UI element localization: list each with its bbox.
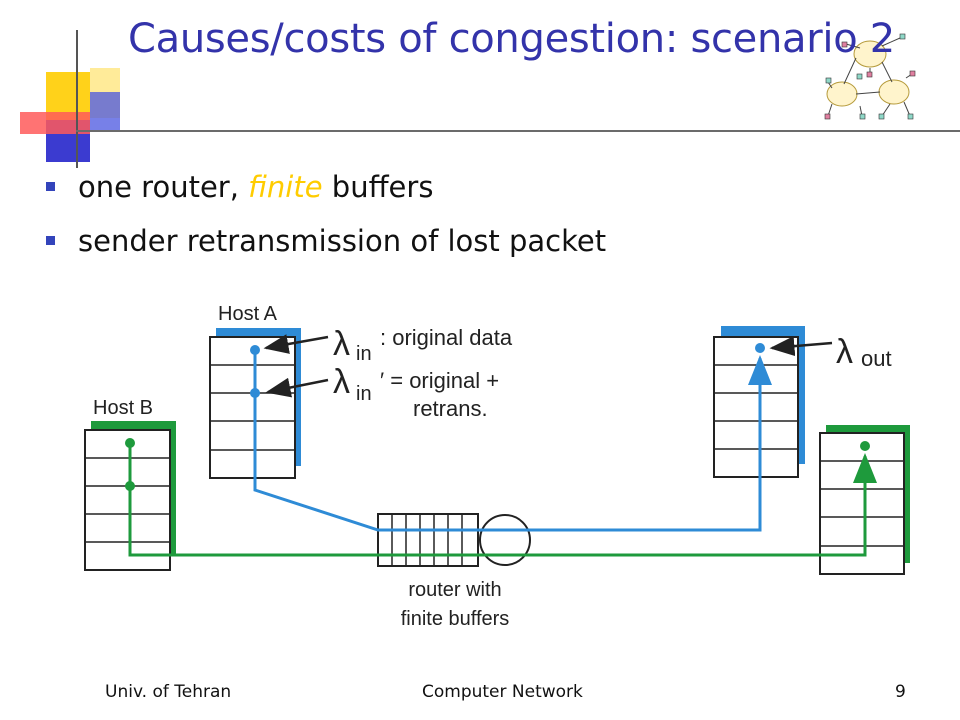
slide-title: Causes/costs of congestion: scenario 2 [128, 16, 895, 62]
host-a-flow-line [253, 350, 772, 532]
lambda-in-arrow [263, 334, 329, 354]
receiver-b-point [860, 441, 870, 451]
bullet-item: sender retransmission of lost packet [46, 224, 606, 258]
bullet-item: one router, finite buffers [46, 170, 433, 204]
bullet-text-end: buffers [322, 170, 434, 204]
router-label-line2: finite buffers [401, 608, 510, 630]
lambda-out-arrow [769, 336, 833, 357]
host-b-label: Host B [93, 397, 153, 419]
lambda-in-prime-arrow [265, 377, 329, 398]
lambda-in-prime-subscript: in [356, 383, 372, 405]
lambda-in-symbol: λ [333, 325, 350, 363]
lambda-in-prime-symbol: λ [333, 363, 350, 401]
host-b-retrans-point [125, 481, 135, 491]
router-buffer-icon [377, 513, 531, 567]
receiver-a-stack [713, 326, 805, 478]
footer-center: Computer Network [422, 682, 583, 702]
bullet-text: one router, [78, 170, 249, 204]
congestion-diagram: Host A Host B router with [84, 303, 910, 630]
logo-decoration [0, 0, 130, 170]
title-divider [76, 130, 960, 132]
host-b-flow-line [128, 443, 877, 557]
footer-left: Univ. of Tehran [105, 682, 232, 702]
lambda-in-subscript: in [356, 343, 372, 365]
lambda-in-point [250, 345, 260, 355]
page-number: 9 [895, 682, 906, 702]
bullet-emphasis: finite [248, 170, 323, 204]
host-b-source-point [125, 438, 135, 448]
bullet-icon [46, 235, 55, 245]
lambda-out-subscript: out [861, 346, 892, 371]
lambda-in-prime-point [250, 388, 260, 398]
bullet-icon [46, 181, 55, 191]
lambda-in-prime-description-line1: ′ = original + [380, 368, 499, 393]
lambda-in-description: : original data [380, 325, 513, 350]
host-a-label: Host A [218, 303, 278, 325]
router-label-line1: router with [408, 579, 501, 601]
bullet-text: sender retransmission of lost packet [78, 224, 607, 258]
lambda-out-point [755, 343, 765, 353]
lambda-out-symbol: λ [836, 333, 853, 371]
network-clouds-icon [824, 33, 916, 120]
lambda-in-prime-description-line2: retrans. [413, 396, 488, 421]
